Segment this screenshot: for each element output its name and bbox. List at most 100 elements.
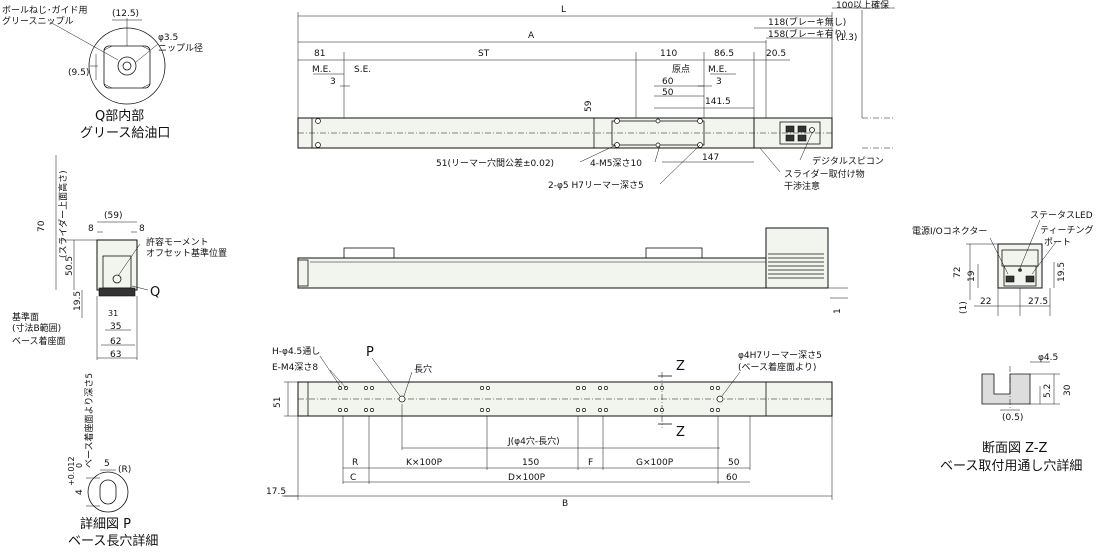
top-dim-147: 147 — [702, 153, 719, 163]
p-title-1: 詳細図 P — [80, 516, 131, 532]
top-label-slider-2: 干渉注意 — [784, 180, 820, 192]
zz-dim-0-5: (0.5) — [1002, 413, 1023, 423]
conn-dim-19-5: 19.5 — [1057, 262, 1067, 282]
p-dim-5: 5 — [104, 459, 110, 469]
bottom-dim-50: 50 — [728, 458, 740, 468]
top-dim-A: A — [528, 31, 535, 41]
q-dim-phi35: φ3.5 — [158, 33, 178, 43]
top-dim-3-right: 3 — [716, 77, 722, 87]
bottom-dim-51: 51 — [273, 397, 283, 408]
top-dim-L: L — [561, 5, 566, 15]
zz-title-2: ベース取付用通し穴詳細 — [940, 458, 1082, 474]
top-dim-1-3: (1.3) — [836, 33, 857, 43]
end-dim-35: 35 — [110, 322, 121, 332]
zz-title-1: 断面図 Z-Z — [982, 441, 1048, 456]
detail-p-slot — [99, 479, 117, 505]
detail-p: 4 +0.012 0 ベース着座面より深さ5 5 (R) 詳細図 P ベース長穴… — [67, 373, 158, 549]
bottom-dim-60: 60 — [726, 473, 738, 483]
top-label-digital: デジタルスピコン — [812, 155, 884, 167]
q-label-grease: グリースニップル — [2, 15, 74, 27]
p-tol: +0.012 — [67, 456, 76, 486]
p-dim-4: 4 — [75, 489, 85, 495]
section-zz-profile — [981, 373, 1031, 405]
top-view: L 100以上確保 118(ブレーキ無し) 158(ブレーキ有り) (1.3) … — [297, 0, 895, 192]
conn-label-power: 電源I/Oコネクター — [912, 226, 987, 237]
end-dim-8-right: 8 — [139, 224, 145, 234]
q-title-1: Q部内部 — [95, 108, 144, 124]
q-dim-12-5: (12.5) — [112, 9, 139, 19]
end-dim-70: 70 — [37, 220, 47, 232]
bottom-label-slot: 長穴 — [414, 363, 432, 375]
side-view: 1 — [297, 227, 848, 314]
bottom-label-h: H-φ4.5通し — [272, 346, 320, 357]
conn-label-teach-2: ポート — [1044, 237, 1071, 248]
bottom-view: H-φ4.5通し E-M4深さ8 P 長穴 Z Z φ4H7リーマー深さ5 (ベ… — [266, 345, 833, 509]
side-slider-top — [343, 247, 395, 259]
conn-dim-19: 19 — [967, 270, 977, 282]
bottom-label-phi4-2: (ベース着座面より) — [738, 361, 816, 373]
top-dim-110: 110 — [660, 49, 677, 59]
top-dim-81: 81 — [314, 49, 325, 59]
conn-dim-22: 22 — [980, 297, 991, 307]
end-label-ref-1: 基準面 — [12, 311, 39, 323]
top-origin: 原点 — [672, 64, 690, 75]
bottom-dim-17-5: 17.5 — [266, 487, 286, 497]
actuator-side-body — [297, 257, 767, 289]
bottom-dim-r: R — [352, 458, 358, 468]
status-led — [1018, 268, 1022, 272]
conn-dim-72: 72 — [953, 267, 963, 278]
top-label-m5: 4-M5深さ10 — [590, 158, 642, 169]
end-dim-50-5: 50.5 — [65, 256, 75, 276]
top-me-left: M.E. — [312, 65, 331, 75]
top-label-phi5: 2-φ5 H7リーマー深さ5 — [548, 180, 644, 191]
p-label-vertical: ベース着座面より深さ5 — [83, 373, 95, 468]
bottom-dim-k: K×100P — [406, 458, 443, 468]
q-title-2: グリース給油口 — [80, 126, 170, 141]
grease-nipple-inner — [122, 61, 132, 71]
top-label-reamer: 51(リーマー穴間公差±0.02) — [436, 157, 554, 169]
end-dim-19-5: 19.5 — [73, 291, 83, 311]
bottom-dim-f: F — [588, 458, 593, 468]
conn-label-teach-1: ティーチング — [1040, 224, 1093, 236]
end-view: 70 (スライダー上面高さ) (59) 8 8 50.5 19.5 31 35 … — [12, 155, 227, 360]
end-label-slider-top: (スライダー上面高さ) — [57, 170, 69, 258]
bottom-dim-c: C — [350, 473, 356, 483]
p-tol-low: 0 — [75, 463, 84, 468]
top-dim-ST: ST — [478, 49, 490, 59]
top-dim-141-5: 141.5 — [705, 97, 731, 107]
q-detail: ボールねじ･ガイド用 グリースニップル (12.5) φ3.5 ニップル径 (9… — [2, 5, 203, 141]
q-label-ball: ボールねじ･ガイド用 — [2, 5, 88, 16]
conn-dim-27-5: 27.5 — [1028, 297, 1048, 307]
end-dim-62: 62 — [110, 337, 121, 347]
digital-controller — [779, 121, 821, 145]
top-dim-3-left: 3 — [330, 77, 336, 87]
bottom-dim-150: 150 — [522, 458, 539, 468]
zz-dim-30: 30 — [1063, 384, 1073, 396]
connector-view: ステータスLED 電源I/Oコネクター ティーチング ポート 72 19 19.… — [912, 210, 1093, 316]
section-zz: φ4.5 5.2 30 (0.5) 断面図 Z-Z ベース取付用通し穴詳細 — [940, 353, 1082, 474]
zz-dim-5-2: 5.2 — [1043, 384, 1053, 398]
side-dim-1: 1 — [833, 308, 843, 314]
bottom-label-phi4-1: φ4H7リーマー深さ5 — [738, 350, 822, 361]
q-detail-block — [103, 45, 151, 89]
q-dim-9-5: (9.5) — [68, 68, 89, 78]
end-label-base: ベース着座面 — [12, 335, 66, 347]
top-se: S.E. — [354, 65, 371, 75]
bottom-dim-d: D×100P — [508, 473, 546, 483]
p-title-2: ベース長穴詳細 — [68, 533, 158, 549]
power-connector — [1005, 275, 1015, 283]
bottom-dim-g: G×100P — [636, 458, 674, 468]
conn-label-status: ステータスLED — [1030, 210, 1093, 221]
top-me-right: M.E. — [708, 65, 727, 75]
top-dim-59: 59 — [584, 100, 594, 112]
conn-dim-1: (1) — [959, 301, 969, 314]
bottom-label-p: P — [366, 345, 374, 360]
end-dim-31: 31 — [108, 309, 118, 318]
side-fins — [768, 253, 824, 279]
end-label-moment-2: オフセット基準位置 — [146, 247, 227, 259]
zz-dim-phi45: φ4.5 — [1038, 353, 1058, 363]
bottom-label-z-bottom: Z — [676, 425, 685, 440]
bottom-dim-b: B — [562, 499, 568, 509]
top-dim-158: 158(ブレーキ有り) — [768, 28, 846, 40]
q-label-nipple: ニップル径 — [158, 42, 203, 54]
